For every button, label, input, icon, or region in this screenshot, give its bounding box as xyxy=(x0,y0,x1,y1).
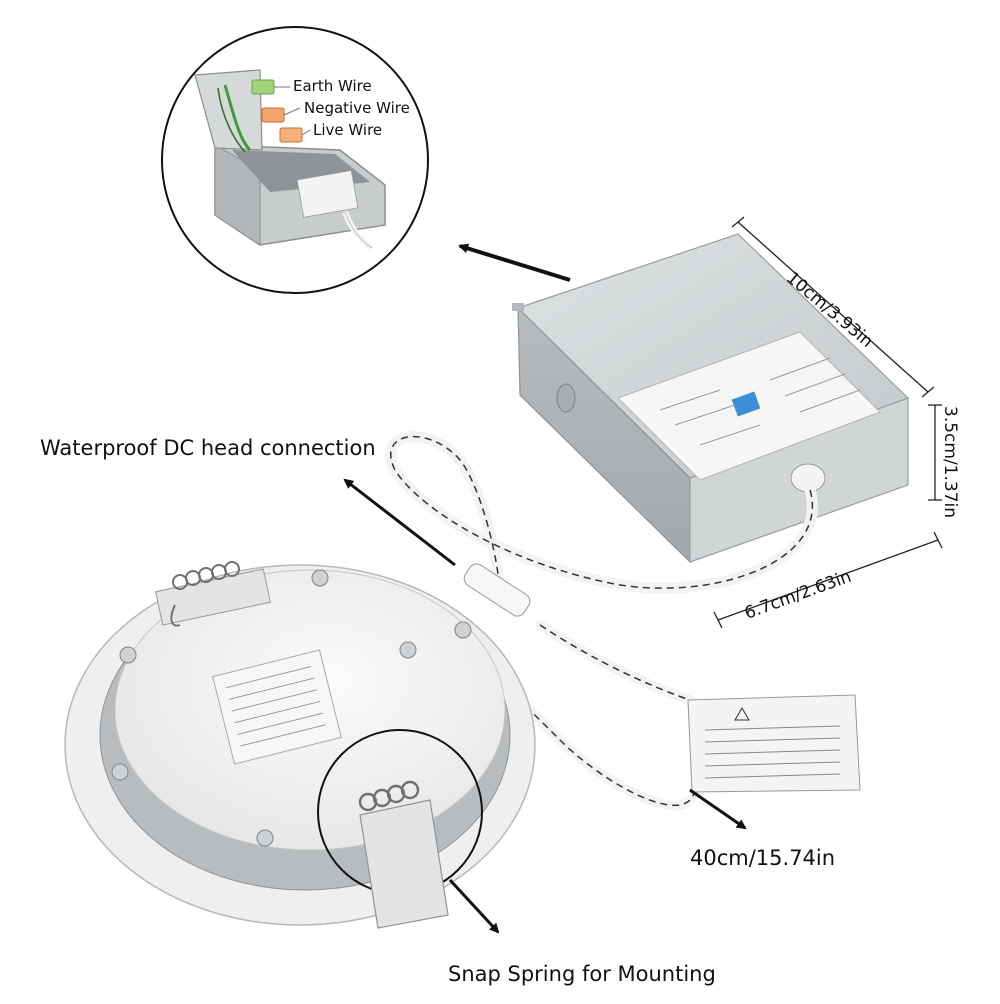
energy-star-mark xyxy=(731,391,761,417)
cable-length-label: 40cm/15.74in xyxy=(690,846,836,870)
snap-spring-detail xyxy=(317,729,483,929)
earth-connector xyxy=(251,79,275,95)
model-label xyxy=(212,649,342,765)
snap-spring-arrow xyxy=(448,878,500,934)
dc-connection-arrow xyxy=(343,478,456,567)
negative-connector xyxy=(261,107,285,123)
earth-wire-label: Earth Wire xyxy=(293,77,372,95)
dc-connection-callout: Waterproof DC head connection xyxy=(40,436,376,460)
cable-assembly xyxy=(385,431,861,811)
dc-connector xyxy=(463,563,531,617)
inset-arrow xyxy=(458,243,571,282)
snap-spring-callout: Snap Spring for Mounting xyxy=(448,962,716,986)
live-wire-label: Live Wire xyxy=(313,121,383,139)
cable-length-arrow xyxy=(689,788,747,830)
inset-detail xyxy=(161,26,429,294)
dimension-lines xyxy=(713,216,943,629)
driver-box xyxy=(512,233,910,564)
box-height-label: 3.5cm/1.37in xyxy=(940,406,960,519)
warning-tag xyxy=(687,694,861,793)
led-panel xyxy=(64,561,536,926)
negative-wire-label: Negative Wire xyxy=(304,99,410,117)
live-connector xyxy=(279,127,303,143)
